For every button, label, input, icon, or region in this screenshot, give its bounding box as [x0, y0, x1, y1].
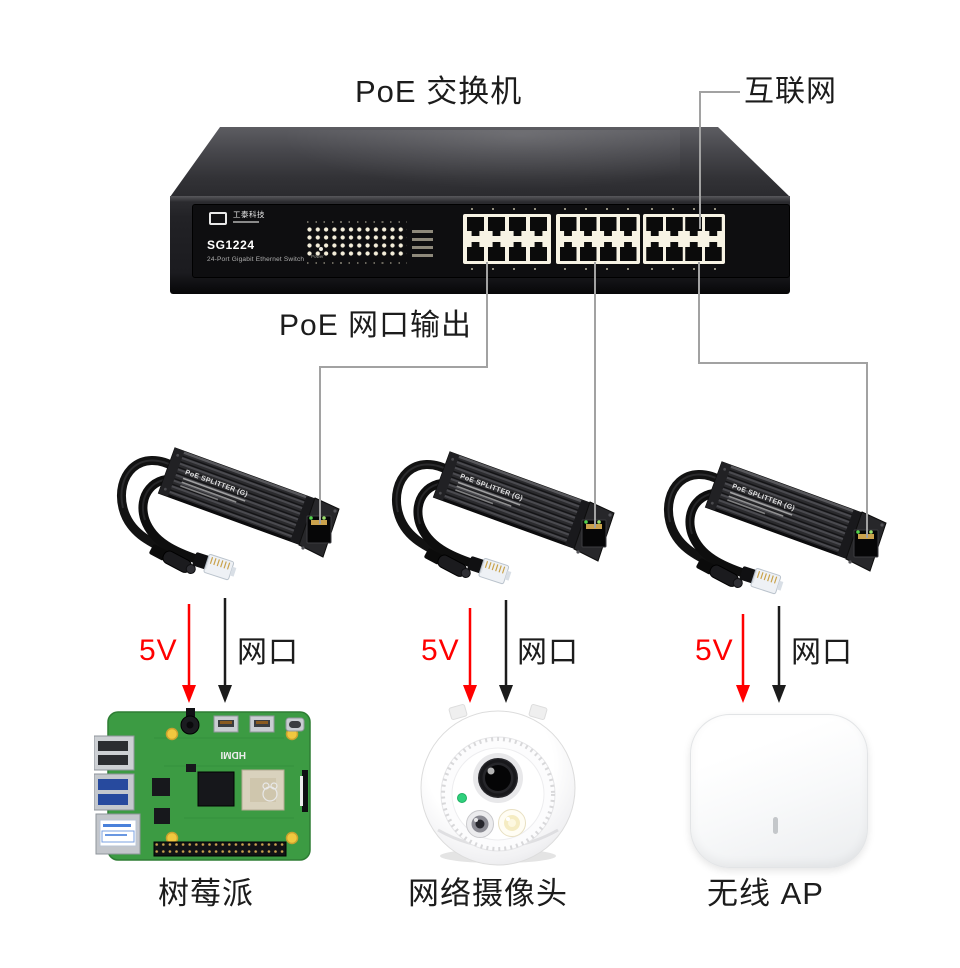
- rj45-port: [619, 242, 637, 261]
- poe-splitter-1: [121, 448, 339, 581]
- switch-subtitle: 24-Port Gigabit Ethernet Switch: [207, 256, 305, 263]
- camera-white-led: [498, 809, 526, 837]
- arrow-5v-2: [463, 608, 477, 703]
- port-group-2: [556, 208, 640, 270]
- branch2-lan-label: 网口: [517, 636, 579, 669]
- rj45-port: [646, 242, 664, 261]
- poe-output-label: PoE 网口输出: [279, 309, 473, 342]
- ap-status-led: [773, 817, 778, 834]
- pi-soc-chip: [241, 769, 285, 811]
- rj45-port: [619, 217, 637, 236]
- poe-splitter-3: [668, 462, 886, 595]
- led-numbers-bottom: [307, 262, 407, 264]
- led-legend-bar: [412, 254, 433, 257]
- arrow-5v-1: [182, 604, 196, 703]
- rj45-port: [646, 217, 664, 236]
- pi-raspberry-logo: [262, 782, 278, 802]
- poe-splitter-2: [396, 452, 614, 585]
- camera-ir-led: [466, 810, 494, 838]
- poe-switch-image: 工泰科技 SG1224 24-Port Gigabit Ethernet Swi…: [160, 120, 800, 295]
- rj45-port: [579, 217, 597, 236]
- rj45-port: [559, 217, 577, 236]
- rj45-port: [685, 242, 703, 261]
- led-numbers-top: [307, 221, 407, 223]
- poe-line-3: [698, 262, 868, 538]
- ip-camera-image: [420, 704, 576, 866]
- pi-audio-jack: [180, 708, 200, 735]
- rj45-port: [530, 217, 547, 236]
- internet-label: 互联网: [744, 75, 837, 108]
- status-led-grid: [307, 227, 407, 259]
- port-group-3: [643, 208, 725, 270]
- camera-lens: [473, 753, 523, 803]
- rj45-port: [530, 242, 547, 261]
- arrow-5v-3: [736, 614, 750, 703]
- camera-vent-ring: [441, 737, 555, 851]
- branch3-5v-label: 5V: [695, 634, 734, 667]
- camera-status-led: [457, 793, 467, 803]
- switch-brand-subline: [233, 221, 259, 223]
- rj45-port: [467, 217, 484, 236]
- rj45-port: [665, 242, 683, 261]
- rj45-port: [509, 242, 526, 261]
- rj45-port: [599, 217, 617, 236]
- arrow-lan-3: [772, 606, 786, 703]
- pi-ram-chip: [197, 771, 235, 807]
- led-legend-bar: [412, 238, 433, 241]
- page-title: PoE 交换机: [355, 74, 523, 109]
- branch3-lan-label: 网口: [791, 636, 853, 669]
- raspberry-pi-image: HDMI: [94, 708, 311, 861]
- rj45-port: [559, 242, 577, 261]
- branch1-5v-label: 5V: [139, 634, 178, 667]
- device-label-ip-camera: 网络摄像头: [408, 876, 568, 911]
- branch2-5v-label: 5V: [421, 634, 460, 667]
- rj45-port: [467, 242, 484, 261]
- brand-logo-icon: [209, 212, 227, 225]
- pi-gpio-header: [153, 841, 287, 857]
- device-label-wireless-ap: 无线 AP: [707, 876, 824, 911]
- rj45-port: [488, 217, 505, 236]
- switch-top-face: [170, 127, 790, 197]
- pi-hdmi-ports: [213, 715, 305, 733]
- rj45-port: [665, 217, 683, 236]
- pi-fpc-connector: [302, 770, 308, 812]
- led-legend-bar: [412, 246, 433, 249]
- wireless-ap-image: [690, 714, 868, 868]
- rj45-port: [704, 242, 722, 261]
- rj45-port: [488, 242, 505, 261]
- rj45-port: [599, 242, 617, 261]
- rj45-port: [509, 217, 526, 236]
- pi-hdmi-text: HDMI: [220, 749, 246, 760]
- port-group-1: [463, 208, 551, 270]
- poe-line-1: [319, 262, 488, 524]
- pi-ethernet-port: [95, 813, 141, 855]
- device-label-raspberry-pi: 树莓派: [158, 876, 254, 911]
- arrow-lan-1: [218, 598, 232, 703]
- led-legend-bar: [412, 230, 433, 233]
- switch-model: SG1224: [207, 238, 255, 252]
- switch-front-face: 工泰科技 SG1224 24-Port Gigabit Ethernet Swi…: [170, 196, 790, 294]
- arrow-lan-2: [499, 600, 513, 703]
- switch-brand: 工泰科技: [233, 210, 265, 219]
- rj45-port: [579, 242, 597, 261]
- pi-usb-ports: [94, 735, 135, 811]
- rj45-port: [685, 217, 703, 236]
- switch-front-panel: 工泰科技 SG1224 24-Port Gigabit Ethernet Swi…: [192, 204, 790, 278]
- rj45-port: [704, 217, 722, 236]
- switch-top-sheen: [280, 130, 680, 190]
- branch1-lan-label: 网口: [237, 636, 299, 669]
